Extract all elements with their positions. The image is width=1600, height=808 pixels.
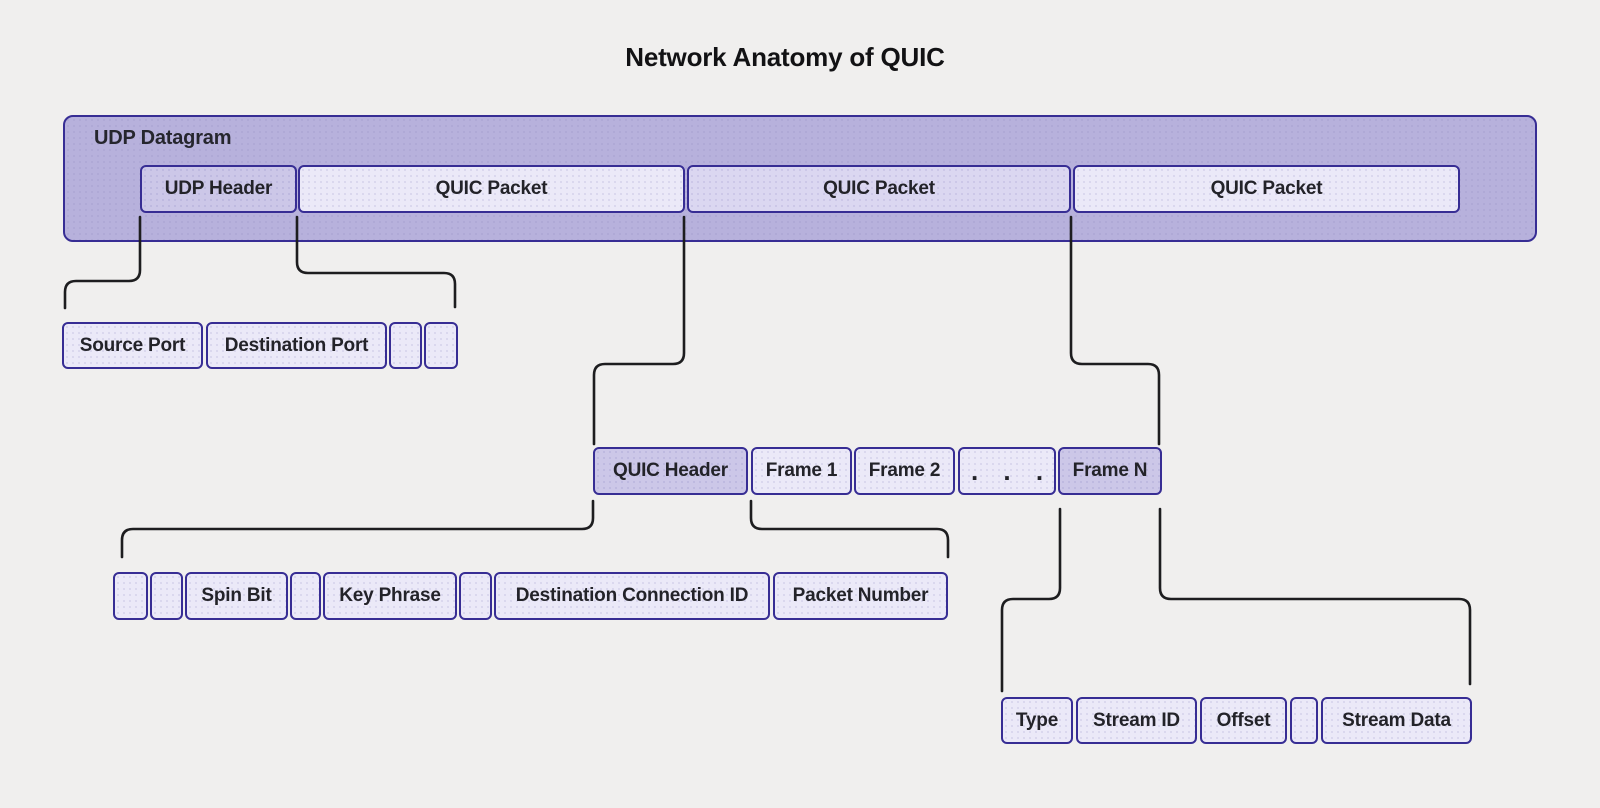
udp-field-pad-1 [389, 322, 422, 369]
connector-frame-n-right [1158, 507, 1472, 686]
connector-quic-packet-left [592, 215, 686, 446]
quic-packet-2-box: QUIC Packet [687, 165, 1071, 213]
type-box: Type [1001, 697, 1073, 744]
packet-number-box: Packet Number [773, 572, 948, 620]
stream-id-box: Stream ID [1076, 697, 1197, 744]
header-pad-3 [290, 572, 321, 620]
frame-2-box: Frame 2 [854, 447, 955, 495]
stream-data-box: Stream Data [1321, 697, 1472, 744]
connector-quic-header-right [749, 499, 950, 559]
frame-pad-1 [1290, 697, 1318, 744]
destination-port-box: Destination Port [206, 322, 387, 369]
offset-box: Offset [1200, 697, 1287, 744]
quic-packet-1-box: QUIC Packet [298, 165, 685, 213]
destination-connection-id-box: Destination Connection ID [494, 572, 770, 620]
udp-field-pad-2 [424, 322, 458, 369]
quic-packet-3-box: QUIC Packet [1073, 165, 1460, 213]
frames-ellipsis-box: . . . [958, 447, 1056, 495]
frame-n-box: Frame N [1058, 447, 1162, 495]
diagram-title: Network Anatomy of QUIC [625, 42, 945, 72]
header-pad-1 [113, 572, 148, 620]
frame-1-box: Frame 1 [751, 447, 852, 495]
udp-header-box: UDP Header [140, 165, 297, 213]
source-port-box: Source Port [62, 322, 203, 369]
spin-bit-box: Spin Bit [185, 572, 288, 620]
header-pad-2 [150, 572, 183, 620]
udp-datagram-label: UDP Datagram [94, 127, 232, 149]
connector-quic-packet-right [1069, 215, 1161, 446]
key-phrase-box: Key Phrase [323, 572, 457, 620]
connector-frame-n-left [1000, 507, 1062, 693]
quic-header-box: QUIC Header [593, 447, 748, 495]
header-pad-4 [459, 572, 492, 620]
connector-quic-header-left [120, 499, 595, 559]
